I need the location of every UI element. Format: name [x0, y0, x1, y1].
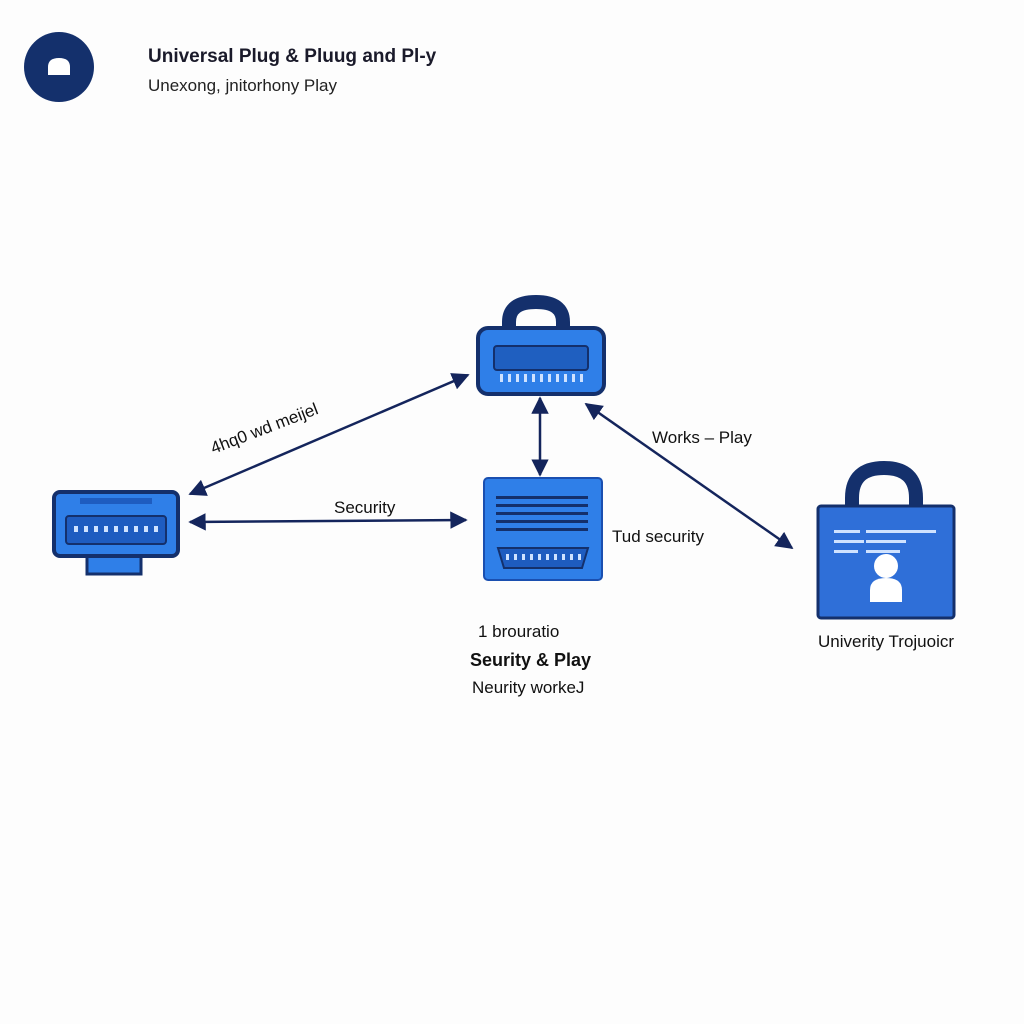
- app-logo: [24, 32, 94, 102]
- right-node-label: Univerity Trojuoicr: [818, 632, 955, 651]
- center-node-label-line3: Neurity workeJ: [472, 678, 585, 697]
- edge-label-tud-security: Tud security: [612, 527, 704, 546]
- page-title: Universal Plug & Pluug and Pl-y: [148, 46, 437, 67]
- page-subtitle: Unexong, jnitorhony Play: [148, 76, 338, 95]
- arrow-top-to-right: [584, 402, 794, 550]
- edge-label-works-play: Works – Play: [652, 428, 752, 447]
- locked-connector-icon: [476, 294, 606, 396]
- usb-port-icon: [52, 490, 180, 576]
- hdmi-device-icon: [483, 477, 603, 581]
- center-node-label-line1: 1 brouratio: [478, 622, 560, 641]
- arrow-left-to-center: [188, 511, 468, 531]
- edge-label-security: Security: [334, 498, 396, 517]
- arrow-left-to-top: [188, 373, 470, 496]
- locked-id-card-icon: [816, 460, 956, 620]
- center-node-label-line2: Seurity & Play: [470, 650, 592, 670]
- home-icon: [48, 58, 70, 75]
